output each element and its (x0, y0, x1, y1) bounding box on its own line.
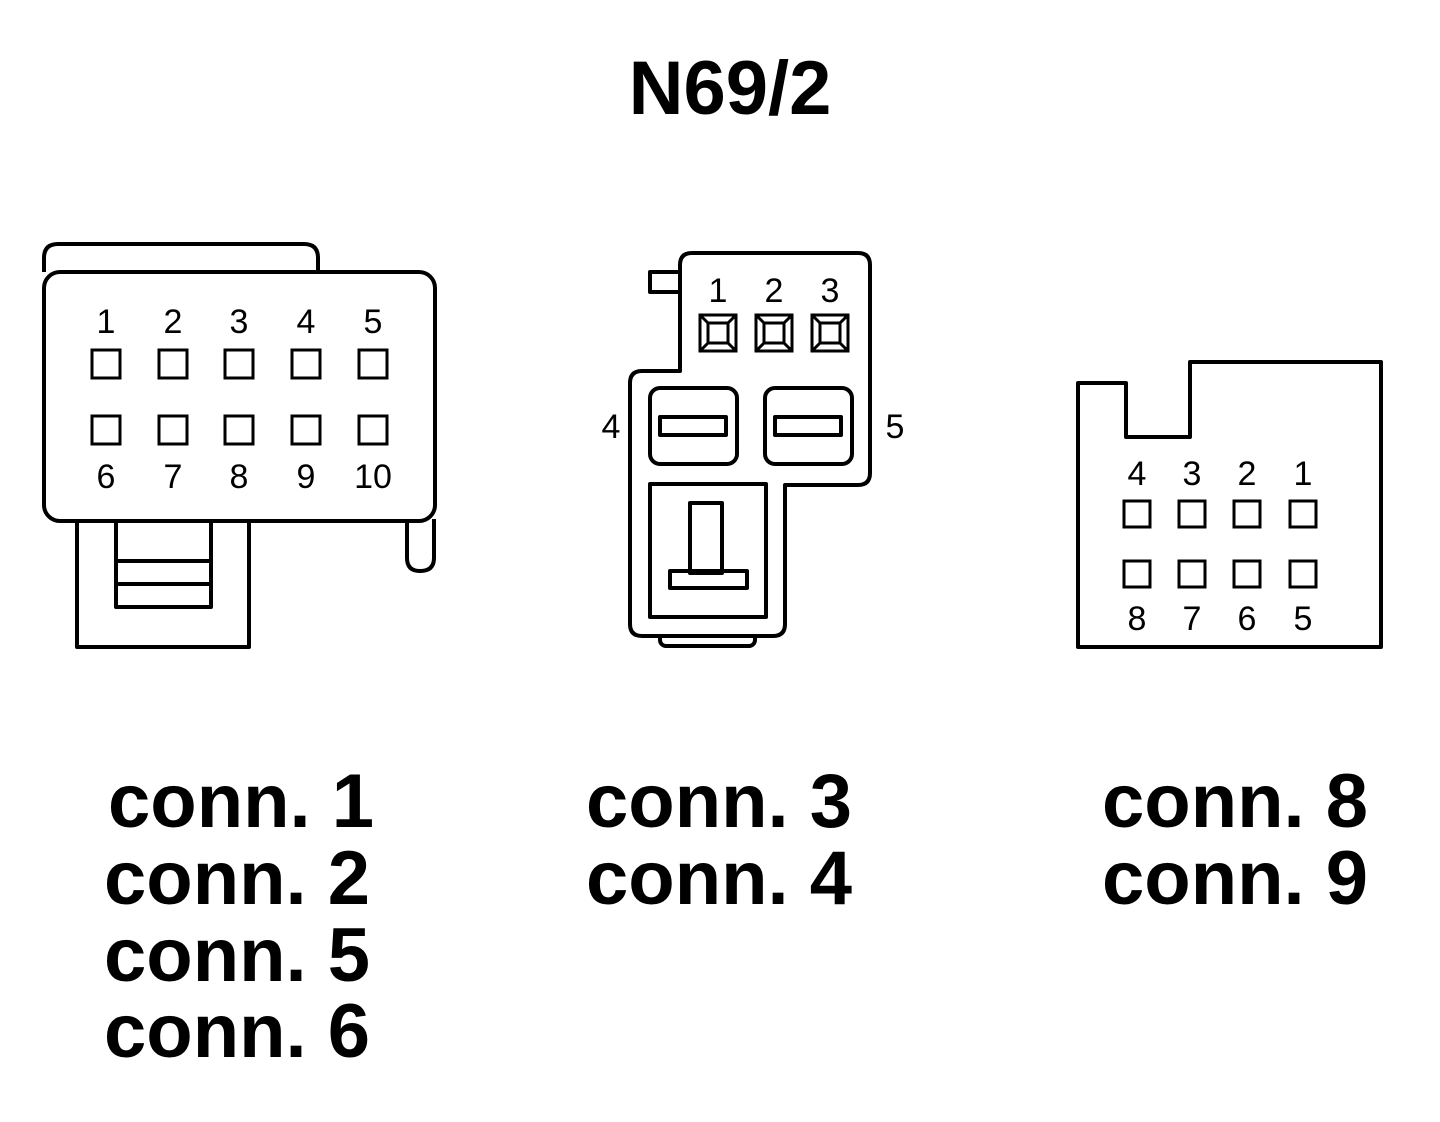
terminal-blade-housing (648, 386, 739, 466)
pin-number: 5 (364, 303, 383, 341)
pin-cavity (357, 348, 389, 380)
pin-cavity (1232, 559, 1262, 589)
pin-number: 4 (602, 408, 621, 446)
pin-number: 7 (164, 458, 183, 496)
pin-cavity (90, 348, 122, 380)
connector-middle-lock-recess (648, 482, 768, 619)
pin-cavity (157, 348, 189, 380)
connector-left-rear-tab (42, 242, 320, 272)
pin-number: 1 (1294, 455, 1313, 493)
pin-cavity (290, 414, 322, 446)
connector-left: 1 2 3 4 5 6 7 8 9 10 (42, 242, 437, 649)
pin-cavity (1122, 559, 1152, 589)
pin-cavity (357, 414, 389, 446)
terminal-blade-housing (763, 386, 854, 466)
pin-number: 2 (164, 303, 183, 341)
pin-cavity (290, 348, 322, 380)
pin-cavity (223, 414, 255, 446)
pin-number: 2 (1238, 455, 1257, 493)
connection-label: conn. 1 (108, 759, 374, 844)
pin-number: 1 (709, 272, 728, 310)
pin-cavity (223, 348, 255, 380)
pin-number: 5 (886, 408, 905, 446)
pin-number: 3 (821, 272, 840, 310)
pin-number: 1 (97, 303, 116, 341)
pin-cavity (1122, 499, 1152, 529)
connection-label: conn. 6 (104, 989, 370, 1074)
connector-middle-lock-base (668, 569, 749, 590)
pin-number: 4 (1128, 455, 1147, 493)
pin-number: 10 (354, 458, 392, 496)
pin-number: 8 (1128, 600, 1147, 638)
connection-label: conn. 9 (1102, 836, 1368, 921)
pin-number: 6 (97, 458, 116, 496)
pin-cavity (1177, 499, 1207, 529)
terminal-blade (658, 415, 728, 437)
connection-label: conn. 2 (104, 836, 370, 921)
pin-number: 3 (230, 303, 249, 341)
pin-number: 2 (765, 272, 784, 310)
pin-number: 7 (1183, 600, 1202, 638)
pin-number: 4 (297, 303, 316, 341)
connector-middle-body (628, 251, 872, 638)
pin-cavity (1288, 499, 1318, 529)
connector-middle: 1 2 3 4 5 (602, 251, 905, 648)
terminal-square (810, 313, 850, 353)
pin-number: 9 (297, 458, 316, 496)
connector-right: 4 3 2 1 8 7 6 5 (1076, 360, 1383, 649)
pin-cavity (1232, 499, 1262, 529)
pin-number: 8 (230, 458, 249, 496)
diagram-title: N69/2 (629, 46, 832, 131)
pin-cavity (1288, 559, 1318, 589)
connection-label: conn. 5 (104, 913, 370, 998)
connection-label: conn. 8 (1102, 759, 1368, 844)
connection-label: conn. 4 (586, 836, 852, 921)
pin-number: 6 (1238, 600, 1257, 638)
terminal-square (754, 313, 794, 353)
connector-middle-key-tab (648, 270, 682, 294)
pin-number: 5 (1294, 600, 1313, 638)
terminal-square (698, 313, 738, 353)
pin-cavity (90, 414, 122, 446)
pin-cavity (1177, 559, 1207, 589)
pin-cavity (157, 414, 189, 446)
connector-left-side-tab (405, 519, 436, 573)
connection-label: conn. 3 (586, 759, 852, 844)
connector-left-body (42, 270, 437, 523)
connection-labels: conn. 1 conn. 2 conn. 5 conn. 6 conn. 3 … (104, 759, 1368, 1074)
pin-number: 3 (1183, 455, 1202, 493)
terminal-blade (773, 415, 843, 437)
